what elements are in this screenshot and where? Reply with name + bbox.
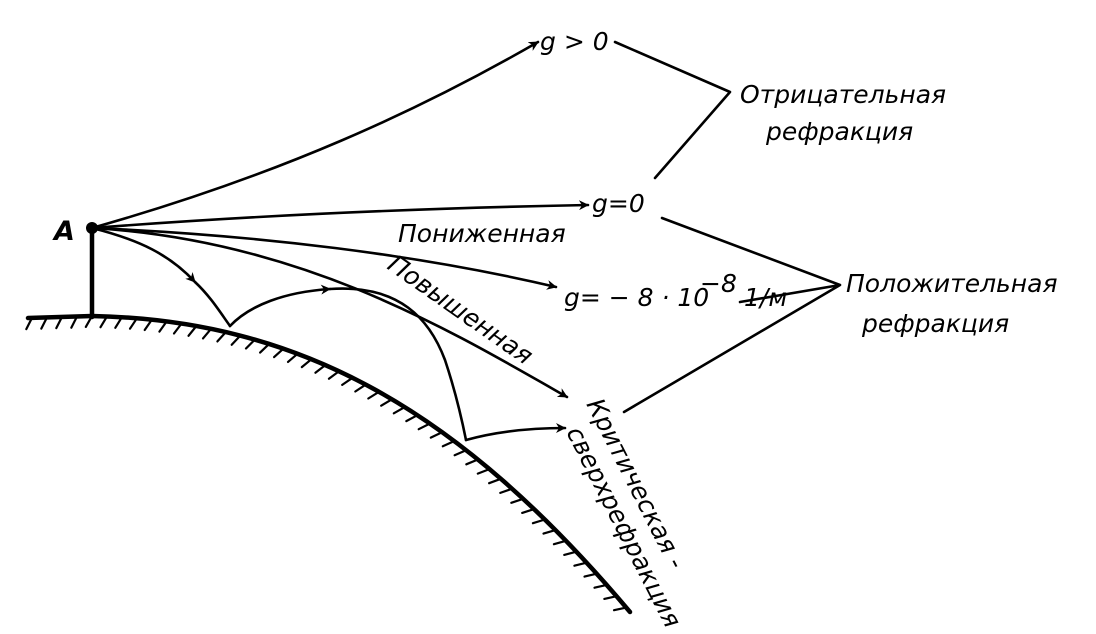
hatch-mark — [380, 398, 393, 407]
hatch-mark — [476, 468, 491, 475]
hatch-mark — [201, 327, 213, 340]
hatch-mark — [542, 528, 557, 535]
hatch-mark — [593, 583, 608, 589]
hatch-mark — [552, 539, 568, 546]
hatch-mark — [521, 508, 536, 515]
ray-critical-refraction — [90, 226, 569, 399]
hatch-mark — [25, 316, 34, 331]
hatch-mark — [216, 331, 227, 343]
hatch-mark — [341, 376, 354, 386]
hatch-mark — [143, 318, 153, 332]
point-a-label: A — [52, 216, 75, 247]
hatch-mark — [603, 595, 618, 601]
hatch-mark — [172, 322, 183, 335]
hatch-mark — [327, 370, 341, 380]
positive-refraction-label-2: рефракция — [861, 309, 1009, 338]
ray-zero-refraction — [90, 200, 590, 230]
hatch-mark — [499, 487, 514, 494]
ray-bounce-2 — [464, 423, 567, 442]
hatch-mark — [55, 315, 64, 330]
hatch-mark — [354, 383, 367, 393]
negative-refraction-label-2: рефракция — [765, 117, 913, 146]
hatch-mark — [259, 342, 271, 354]
hatch-mark — [367, 390, 381, 400]
bracket-positive — [622, 216, 842, 414]
hatch-mark — [40, 316, 49, 330]
hatch-mark — [583, 572, 598, 578]
hatch-mark — [563, 550, 578, 557]
hatch-mark — [70, 315, 79, 329]
reduced-label: Пониженная — [398, 219, 566, 248]
hatch-mark — [158, 320, 168, 333]
hatch-mark — [187, 324, 198, 337]
ray-bounce-1-end — [328, 287, 468, 442]
hatch-mark — [244, 338, 256, 350]
hatch-mark — [405, 414, 419, 423]
hatch-mark — [488, 477, 502, 485]
hatch-mark — [453, 449, 468, 457]
hatch-mark — [392, 406, 406, 415]
earth-hatching — [25, 314, 628, 612]
hatch-mark — [612, 606, 628, 612]
hatch-mark — [531, 518, 547, 525]
ray-negative-refraction — [90, 40, 540, 230]
hatch-mark — [99, 315, 109, 329]
g-positive-label: g > 0 — [540, 27, 609, 56]
earth-surface — [25, 313, 633, 615]
hatch-mark — [128, 317, 138, 330]
hatch-mark — [286, 352, 299, 363]
hatch-mark — [417, 422, 431, 431]
hatch-mark — [314, 364, 327, 374]
hatch-mark — [300, 358, 313, 369]
ray-normal-refraction — [90, 226, 558, 290]
ray-bounce-1 — [228, 284, 332, 328]
negative-refraction-label-1: Отрицательная — [740, 80, 946, 109]
positive-refraction-label-1: Положительная — [846, 269, 1058, 298]
hatch-mark — [465, 458, 479, 466]
hatch-mark — [573, 561, 588, 567]
hatch-mark — [510, 497, 525, 504]
hatch-mark — [441, 440, 456, 448]
hatch-mark — [273, 347, 285, 359]
hatch-mark — [114, 316, 124, 329]
hatch-mark — [230, 334, 242, 346]
g-normal-exponent: −8 — [700, 269, 737, 298]
ray-superrefraction-1-end — [193, 280, 232, 328]
g-normal-label: g= − 8 · 10 — [564, 283, 709, 312]
bracket-negative — [613, 40, 732, 180]
g-normal-unit: 1/м — [744, 283, 787, 312]
hatch-mark — [429, 431, 444, 439]
ray-superrefraction-1 — [90, 226, 197, 284]
g-zero-label: g=0 — [592, 189, 645, 218]
